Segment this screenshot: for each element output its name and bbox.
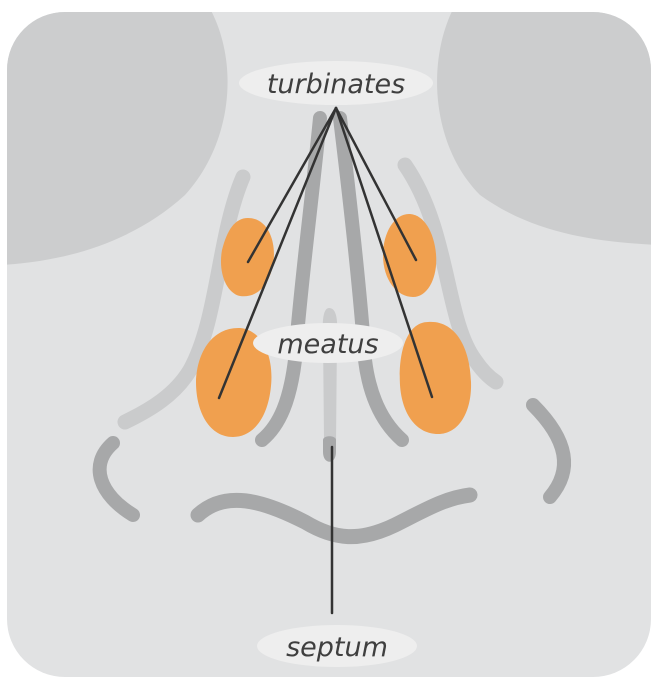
septum-tip xyxy=(323,436,336,462)
turbinates-label: turbinates xyxy=(239,61,433,105)
meatus-label: meatus xyxy=(253,323,403,363)
turbinates-label-text: turbinates xyxy=(267,69,405,100)
meatus-label-text: meatus xyxy=(277,329,378,360)
septum-label-text: septum xyxy=(286,632,388,663)
septum-label: septum xyxy=(257,625,417,667)
